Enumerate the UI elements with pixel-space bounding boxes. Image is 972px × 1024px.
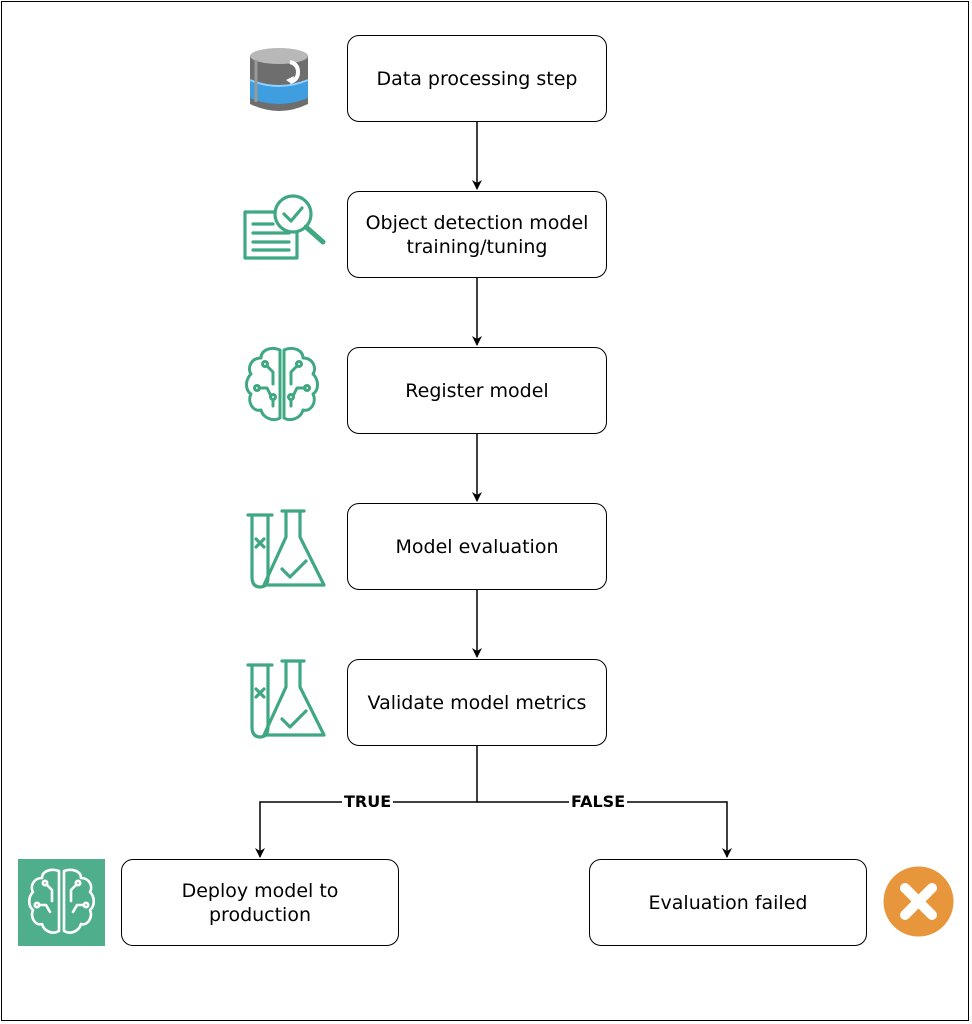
node-model-training-label-line1: Object detection model [365, 211, 589, 234]
error-x-icon [883, 866, 954, 937]
node-register-model-label: Register model [405, 379, 549, 402]
node-validate-metrics-label: Validate model metrics [367, 691, 587, 714]
document-search-icon [243, 194, 326, 260]
node-data-processing[interactable]: Data processing step [347, 35, 607, 122]
node-deploy-production-label-line1: Deploy model to [181, 879, 339, 902]
false-branch-label: FALSE [569, 792, 628, 811]
node-deploy-production-label-line2: production [208, 903, 312, 926]
node-register-model[interactable]: Register model [347, 347, 607, 434]
database-icon [249, 48, 309, 111]
flask-check-icon [246, 659, 326, 739]
node-deploy-production[interactable]: Deploy model to production [121, 859, 399, 946]
node-data-processing-label: Data processing step [376, 67, 578, 90]
node-validate-metrics[interactable]: Validate model metrics [347, 659, 607, 746]
node-model-training[interactable]: Object detection model training/tuning [347, 191, 607, 278]
flask-check-icon [246, 509, 326, 589]
node-model-training-label-line2: training/tuning [406, 235, 548, 258]
node-model-evaluation[interactable]: Model evaluation [347, 503, 607, 590]
node-evaluation-failed[interactable]: Evaluation failed [589, 859, 867, 946]
true-branch-label: TRUE [342, 792, 394, 811]
node-model-evaluation-label: Model evaluation [395, 535, 559, 558]
arrow-validate-to-failed [477, 801, 732, 858]
node-evaluation-failed-label: Evaluation failed [648, 891, 808, 914]
sagemaker-brain-icon [18, 859, 105, 946]
brain-circuit-icon [245, 346, 319, 422]
